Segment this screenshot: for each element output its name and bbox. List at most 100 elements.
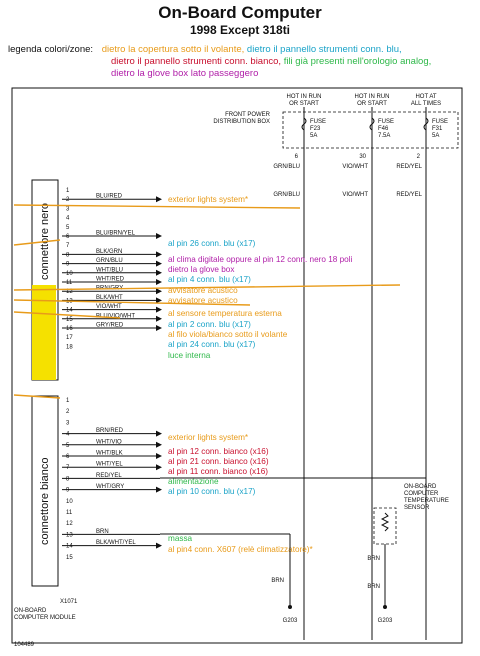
connector-nero-wire-color-11: WHT/RED: [96, 277, 125, 283]
fuse-label: FUSE: [378, 119, 394, 125]
connector-bianco-wire-color-13: BRN: [96, 529, 109, 535]
ground-point-1: [288, 605, 292, 609]
color-legend: legenda colori/zone: dietro la copertura…: [8, 44, 478, 80]
connector-bianco-wire-color-9: WHT/GRY: [96, 484, 124, 490]
connector-nero-annotation: exterior lights system*: [168, 195, 249, 204]
ground-label-2: G203: [378, 618, 393, 624]
power-header-line2: ALL TIMES: [411, 101, 441, 107]
connector-nero-annotation: avvisatore acustico: [168, 296, 238, 305]
connector-bianco-pin-6: 6: [66, 454, 70, 460]
connector-nero-wire-color-16: GRY/RED: [96, 323, 124, 329]
power-wire-color-bottom: VIO/WHT: [342, 192, 368, 198]
connector-bianco-wire-color-14: BLK/WHT/YEL: [96, 540, 136, 546]
connector-bianco-pin-13: 13: [66, 532, 73, 538]
power-box-label-1: FRONT POWER: [225, 112, 271, 118]
connector-bianco-label: connettore bianco: [39, 458, 51, 545]
fuse-symbol: [301, 117, 307, 131]
orange-marker-stroke: [13, 204, 301, 209]
connector-bianco-pin-14: 14: [66, 544, 73, 550]
connector-nero-pin-1: 1: [66, 188, 70, 194]
connector-nero-pin-4: 4: [66, 216, 70, 222]
connector-nero-wire-color-13: BLK/WHT: [96, 295, 123, 301]
legend-item-glovebox: dietro la glove box lato passeggero: [111, 68, 259, 79]
connector-nero-annotation: al clima digitale oppure al pin 12 conn.…: [168, 255, 353, 264]
module-label-1: ON-BOARD: [14, 608, 47, 614]
connector-nero-arrow-8: [156, 251, 162, 258]
fuse-id: F46: [378, 126, 389, 132]
sensor-wire-color: BRN: [367, 556, 380, 562]
connector-bianco-annotation: massa: [168, 534, 193, 543]
sensor-label-4: SENSOR: [404, 505, 430, 511]
fuse-rating: 5A: [310, 133, 317, 139]
connector-nero-wire-color-15: BLU/VIO/WHT: [96, 313, 135, 319]
ground-point-2: [383, 605, 387, 609]
connector-nero-wire-color-2: BLU/RED: [96, 194, 123, 200]
connector-nero-pin-14: 14: [66, 308, 73, 314]
fuse-label: FUSE: [432, 119, 448, 125]
connector-nero-arrow-10: [156, 269, 162, 276]
connector-nero-pin-15: 15: [66, 317, 73, 323]
connector-nero-annotation: al pin 24 conn. blu (x17): [168, 340, 256, 349]
legend-item-volante: dietro la copertura sotto il volante,: [101, 44, 245, 55]
orange-marker-stroke: [13, 394, 61, 399]
connector-nero-wire-color-10: WHT/BLU: [96, 267, 123, 273]
connector-bianco-wire-color-5: WHT/VIO: [96, 439, 122, 445]
connector-nero-pin-11: 11: [66, 280, 73, 286]
connector-bianco-pin-5: 5: [66, 443, 70, 449]
power-wire-color-bottom: GRN/BLU: [273, 192, 300, 198]
connector-nero-arrow-12: [156, 288, 162, 295]
connector-nero-arrow-14: [156, 306, 162, 313]
fuse-symbol: [423, 117, 429, 131]
connector-nero-annotation: avvisatore acustico: [168, 286, 238, 295]
connector-nero-annotation: luce interna: [168, 351, 211, 360]
ground-wire-color-2: BRN: [367, 584, 380, 590]
orange-marker-stroke: [13, 311, 121, 319]
connector-bianco-pin-7: 7: [66, 465, 70, 471]
connector-bianco-pin-8: 8: [66, 476, 70, 482]
diagram-subtitle: 1998 Except 318ti: [189, 23, 291, 37]
connector-bianco-pin-10: 10: [66, 499, 73, 505]
connector-nero-highlight: [32, 285, 56, 380]
connector-bianco-box: [31, 395, 59, 587]
fuse-id: F23: [310, 126, 321, 132]
legend-item-blu: dietro il pannello strumenti conn. blu,: [246, 44, 402, 55]
connector-bianco-annotation: al pin 12 conn. bianco (x16): [168, 447, 269, 456]
connector-nero-wire-color-8: BLK/GRN: [96, 249, 122, 255]
fuse-rating: 5A: [432, 133, 439, 139]
sensor-resistor-symbol: [380, 512, 390, 532]
sensor-label-3: TEMPERATURE: [404, 498, 449, 504]
connector-nero-pin-17: 17: [66, 335, 73, 341]
connector-bianco-arrow-4: [156, 430, 162, 437]
connector-nero-arrow-2: [156, 196, 162, 203]
connector-nero-pin-10: 10: [66, 271, 73, 277]
connector-nero-wire-color-14: VIO/WHT: [96, 304, 122, 310]
connector-nero-pin-3: 3: [66, 206, 70, 212]
connector-bianco-arrow-5: [156, 441, 162, 448]
connector-nero-pin-9: 9: [66, 262, 70, 268]
connector-bianco-arrow-6: [156, 453, 162, 459]
orange-marker-stroke: [13, 284, 401, 291]
connector-bianco-annotation: alimentazione: [168, 477, 219, 486]
connector-nero-pin-5: 5: [66, 225, 70, 231]
connector-bianco-arrow-7: [156, 464, 162, 471]
connector-bianco-pin-15: 15: [66, 555, 73, 561]
connector-bianco-wire-color-8: RED/YEL: [96, 473, 122, 479]
connector-nero-wire-color-6: BLU/BRN/YEL: [96, 231, 136, 237]
power-header-line2: OR START: [289, 101, 319, 107]
power-wire-color-bottom: RED/YEL: [396, 192, 422, 198]
power-wire-color-top: VIO/WHT: [342, 164, 368, 170]
connector-bianco-pin-2: 2: [66, 409, 70, 415]
connector-nero-annotation: al pin 26 conn. blu (x17): [168, 239, 256, 248]
connector-bianco-arrow-14: [156, 542, 162, 549]
connector-nero-annotation: al sensore temperatura esterna: [168, 309, 282, 318]
fuse-id: F31: [432, 126, 443, 132]
connector-nero-arrow-6: [156, 233, 162, 239]
connector-bianco-annotation: al pin 11 conn. bianco (x16): [168, 467, 268, 476]
connector-bianco-annotation: al pin 10 conn. blu (x17): [168, 487, 256, 496]
module-label-2: COMPUTER MODULE: [14, 615, 76, 621]
power-header-line1: HOT AT: [415, 94, 436, 100]
connector-bianco-arrow-9: [156, 486, 162, 493]
power-wire-color-top: RED/YEL: [396, 164, 422, 170]
legend-item-bianco: dietro il pannello strumenti conn. bianc…: [111, 56, 282, 67]
